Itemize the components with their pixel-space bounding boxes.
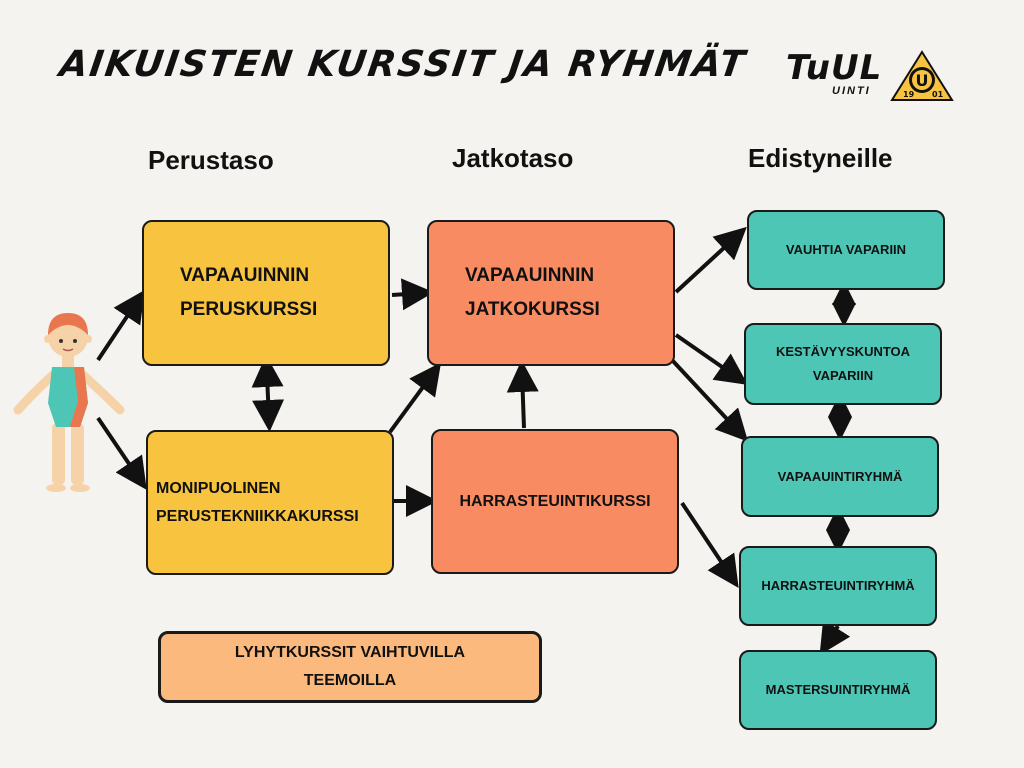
box-vauhtia-vapariin: VAUHTIA VAPARIIN <box>747 210 945 290</box>
box-vapaauintiryhma: VAPAAUINTIRYHMÄ <box>741 436 939 517</box>
box-mastersuintiryhma: MASTERSUINTIRYHMÄ <box>739 650 937 730</box>
box-harrasteuintiryhma: HARRASTEUINTIRYHMÄ <box>739 546 937 626</box>
box-monipuolinen-perustekniikkakurssi: MONIPUOLINEN PERUSTEKNIIKKAKURSSI <box>146 430 394 575</box>
logo-letter: U <box>916 71 929 90</box>
logo-name: TuUL <box>786 48 883 88</box>
arrow-peruskurssi-to-jatkokurssi <box>391 278 434 311</box>
arrow-swimmer-to-monipuolinen <box>96 416 147 490</box>
box-vapaauinnin-peruskurssi: VAPAAUINNIN PERUSKURSSI <box>142 220 390 366</box>
column-heading-perustaso: Perustaso <box>148 145 274 175</box>
arrow-harrasteuintikurssi-to-harrasteuintiryhma <box>680 501 739 588</box>
column-heading-jatkotaso: Jatkotaso <box>452 143 574 173</box>
arrow-jatkokurssi-to-kestavyyskuntoa <box>674 333 748 385</box>
logo-year-right: 01 <box>932 90 944 99</box>
arrow-jatkokurssi-to-vapaauintiryhma <box>670 358 749 442</box>
arrow-harrasteuintikurssi-to-jatkokurssi <box>506 360 539 429</box>
arrow-jatkokurssi-to-vauhtia <box>674 226 747 294</box>
box-kestavyyskuntoa-vapariin: KESTÄVYYSKUNTOA VAPARIIN <box>744 323 942 405</box>
box-lyhytkurssit: LYHYTKURSSIT VAIHTUVILLA TEEMOILLA <box>158 631 542 703</box>
logo-triangle-icon: U 19 01 <box>890 50 954 101</box>
logo-year-left: 19 <box>903 90 915 99</box>
arrow-harrasteuinti-to-masters <box>819 619 851 656</box>
box-vapaauinnin-jatkokurssi: VAPAAUINNIN JATKOKURSSI <box>427 220 675 366</box>
arrow-peruskurssi-monipuolinen <box>251 355 285 432</box>
tuul-logo: TuUL UINTI U 19 01 <box>786 48 956 104</box>
arrow-swimmer-to-peruskurssi <box>96 290 145 362</box>
column-heading-edistyneille: Edistyneille <box>748 143 893 173</box>
box-harrasteuintikurssi: HARRASTEUINTIKURSSI <box>431 429 679 574</box>
arrow-monipuolinen-to-jatkokurssi <box>388 362 442 434</box>
swimmer-illustration-icon <box>13 313 125 492</box>
logo-sub: UINTI <box>832 85 871 97</box>
